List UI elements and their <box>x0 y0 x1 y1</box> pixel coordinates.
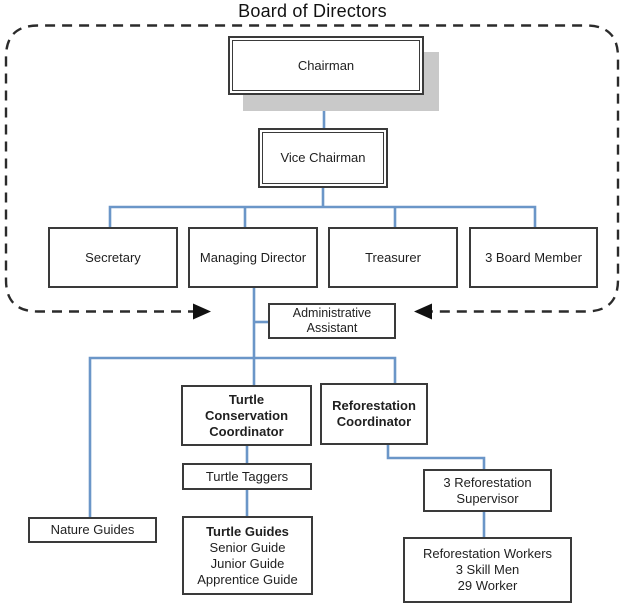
node-reforestation-coordinator: Reforestation Coordinator <box>320 383 428 445</box>
node-turtle-conservation-coordinator: Turtle Conservation Coordinator <box>181 385 312 446</box>
rc-line1: Reforestation <box>332 398 416 413</box>
reforestation-workers-line2: 3 Skill Men <box>455 562 520 577</box>
hierarchy-connectors <box>88 95 537 537</box>
node-treasurer: Treasurer <box>328 227 458 288</box>
node-turtle-guides: Turtle Guides Senior Guide Junior Guide … <box>182 516 313 595</box>
nature-guides-label: Nature Guides <box>50 522 135 537</box>
node-board-member: 3 Board Member <box>469 227 598 288</box>
turtle-guides-line1: Senior Guide <box>209 539 286 555</box>
node-managing-director: Managing Director <box>188 227 318 288</box>
node-turtle-taggers: Turtle Taggers <box>182 463 312 490</box>
turtle-guides-line2: Junior Guide <box>210 555 285 571</box>
turtle-guides-title: Turtle Guides <box>206 523 289 539</box>
treasurer-label: Treasurer <box>365 249 421 265</box>
administrative-assistant-line2: Assistant <box>306 321 358 335</box>
chairman-label: Chairman <box>297 57 355 73</box>
node-nature-guides: Nature Guides <box>28 517 157 543</box>
board-member-label: 3 Board Member <box>485 249 582 265</box>
turtle-taggers-label: Turtle Taggers <box>205 468 289 484</box>
tcc-line1: Turtle <box>228 391 265 407</box>
reforestation-supervisor-line1: 3 Reforestation <box>443 474 532 490</box>
left-arrow-icon <box>193 303 211 320</box>
chart-title: Board of Directors <box>238 1 387 21</box>
board-dashed-frame <box>4 24 620 313</box>
node-administrative-assistant: Administrative Assistant <box>268 303 396 339</box>
right-arrow-icon <box>414 303 432 320</box>
node-reforestation-workers: Reforestation Workers 3 Skill Men 29 Wor… <box>403 537 572 603</box>
turtle-guides-line3: Apprentice Guide <box>197 571 298 587</box>
reforestation-workers-line1: Reforestation Workers <box>422 546 553 561</box>
managing-director-label: Managing Director <box>199 249 307 265</box>
tcc-line3: Coordinator <box>209 423 284 439</box>
node-vice-chairman: Vice Chairman <box>258 128 388 188</box>
reforestation-supervisor-line2: Supervisor <box>456 490 519 506</box>
node-secretary: Secretary <box>48 227 178 288</box>
node-reforestation-supervisor: 3 Reforestation Supervisor <box>423 469 552 512</box>
node-chairman: Chairman <box>228 36 424 95</box>
reforestation-workers-line3: 29 Worker <box>457 578 518 593</box>
tcc-line2: Conservation <box>204 407 289 423</box>
rc-line2: Coordinator <box>336 414 412 429</box>
administrative-assistant-line1: Administrative <box>292 306 372 320</box>
connector-rc-supervisor <box>386 445 486 469</box>
secretary-label: Secretary <box>85 249 141 265</box>
vice-chairman-label: Vice Chairman <box>280 150 366 165</box>
connector-coordinator-bus <box>88 356 397 517</box>
connector-board-bus <box>108 205 537 227</box>
